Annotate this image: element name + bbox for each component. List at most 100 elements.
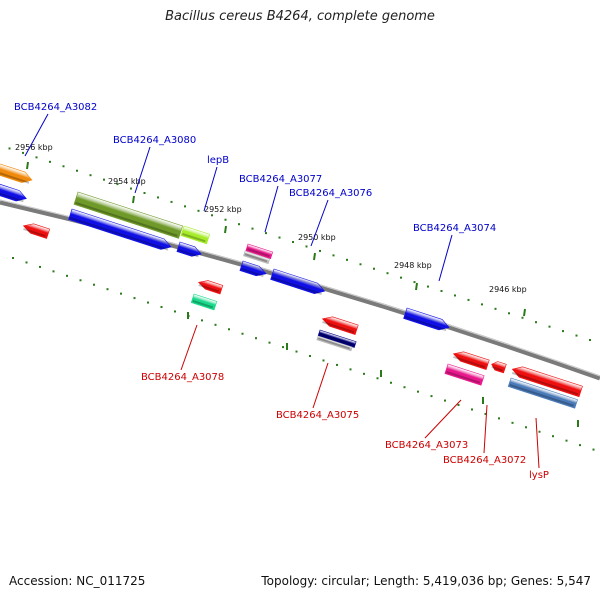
label-leader-g3075 xyxy=(312,362,329,409)
feature-pink-shadow xyxy=(446,370,481,384)
outer-scale-dot xyxy=(346,258,348,261)
inner-scale-dot xyxy=(174,310,176,313)
inner-scale-dot xyxy=(106,288,109,291)
label-leader-glepB xyxy=(203,166,218,212)
label-leader-glysP xyxy=(535,417,540,469)
inner-scale-dot xyxy=(322,359,325,362)
gene-label-g3074: BCB4264_A3074 xyxy=(413,223,496,234)
gene-label-g3073: BCB4264_A3073 xyxy=(385,440,468,451)
inner-scale-dot xyxy=(66,274,68,277)
outer-scale-dot xyxy=(359,263,362,266)
outer-scale-dot xyxy=(116,183,119,186)
feature-red-shadow xyxy=(453,355,486,369)
feature-blue xyxy=(0,180,27,203)
inner-scale-dot xyxy=(579,444,581,447)
outer-scale-dot xyxy=(157,196,159,199)
feature-gray xyxy=(243,250,271,265)
feature-blue xyxy=(239,260,267,277)
outer-scale-dot xyxy=(400,276,402,279)
outer-scale-dot xyxy=(292,241,294,244)
feature-blue-shape xyxy=(403,307,450,331)
outer-scale-dot xyxy=(238,223,240,226)
feature-red xyxy=(511,366,583,398)
outer-scale-dot xyxy=(103,178,105,181)
label-leaders xyxy=(24,113,540,469)
inner-scale-dot xyxy=(133,297,136,300)
outer-scale-dot xyxy=(197,209,200,212)
inner-scale-dot xyxy=(282,346,284,349)
label-leader-g3080 xyxy=(134,146,151,194)
scale-dots xyxy=(8,147,595,451)
feature-red-shape xyxy=(321,316,359,336)
inner-scale-dot xyxy=(255,337,257,340)
feature-blue xyxy=(176,241,202,258)
gene-label-g3077: BCB4264_A3077 xyxy=(239,174,322,185)
inner-scale-dot xyxy=(363,372,365,375)
label-leader-g3073 xyxy=(424,399,462,439)
outer-scale-dot xyxy=(562,330,564,333)
inner-scale-dot xyxy=(147,301,149,304)
inner-scale-dot xyxy=(336,363,338,366)
feature-pink-shape xyxy=(444,363,485,386)
label-leader-g3078 xyxy=(180,324,198,371)
outer-scale-dot xyxy=(521,316,524,319)
label-leader-g3076 xyxy=(310,199,329,247)
outer-scale-dot xyxy=(373,267,375,270)
feature-gray xyxy=(316,335,353,352)
outer-scale-dot xyxy=(35,156,38,159)
label-leader-g3074 xyxy=(438,234,453,282)
outer-scale-dot xyxy=(89,174,92,177)
gene-features xyxy=(0,159,583,409)
outer-scale-dot xyxy=(8,147,11,150)
outer-scale-dot xyxy=(481,303,483,306)
outer-scale-dot xyxy=(427,285,429,288)
inner-scale-dot xyxy=(376,377,379,380)
major-tick xyxy=(523,308,526,317)
feature-red-shape xyxy=(198,280,224,295)
feature-blue xyxy=(68,208,172,251)
feature-red-shadow xyxy=(491,366,503,372)
inner-scale-dot xyxy=(538,430,541,433)
major-tick xyxy=(415,282,418,291)
outer-scale-dot xyxy=(440,290,443,293)
outer-scale-dot xyxy=(184,205,186,208)
feature-steel-shape xyxy=(507,377,578,409)
feature-steel xyxy=(507,377,578,409)
inner-scale-dot xyxy=(417,390,419,393)
outer-scale-dot xyxy=(265,232,267,235)
feature-lime-shadow xyxy=(182,232,206,243)
inner-scale-dot xyxy=(93,283,95,286)
inner-scale-dot xyxy=(525,426,527,429)
outer-scale-dot xyxy=(548,325,551,328)
label-leader-g3082 xyxy=(24,113,49,157)
tick-label: 2948 kbp xyxy=(394,261,432,270)
feature-blue-shadow xyxy=(404,315,447,332)
inner-scale-dot xyxy=(565,439,568,442)
outer-scale-dot xyxy=(224,218,227,221)
genome-summary-text: Topology: circular; Length: 5,419,036 bp… xyxy=(261,574,591,588)
tick-label: 2956 kbp xyxy=(15,143,53,152)
outer-scale-dot xyxy=(332,254,335,257)
feature-blue-shape xyxy=(176,241,202,257)
feature-pink-shadow xyxy=(247,248,270,258)
outer-scale-dot xyxy=(589,339,591,342)
accession-text: Accession: NC_011725 xyxy=(9,574,146,588)
outer-scale-dot xyxy=(494,307,497,310)
outer-scale-dot xyxy=(170,200,173,203)
inner-scale-dot xyxy=(120,292,122,295)
inner-scale-dot xyxy=(268,341,271,344)
gene-label-g3082: BCB4264_A3082 xyxy=(14,102,97,113)
label-leader-g3077 xyxy=(264,185,279,233)
feature-blue xyxy=(270,268,326,295)
inner-scale-dot xyxy=(511,421,514,424)
feature-blue-shape xyxy=(239,260,267,277)
inner-scale-dot xyxy=(241,332,244,335)
inner-scale-dot xyxy=(444,399,446,402)
feature-orange xyxy=(0,159,33,184)
feature-navy xyxy=(317,329,357,348)
gene-label-g3078: BCB4264_A3078 xyxy=(141,372,224,383)
feature-blue-shadow xyxy=(241,267,264,277)
outer-scale-dot xyxy=(535,321,537,324)
feature-red-shadow xyxy=(511,371,579,396)
